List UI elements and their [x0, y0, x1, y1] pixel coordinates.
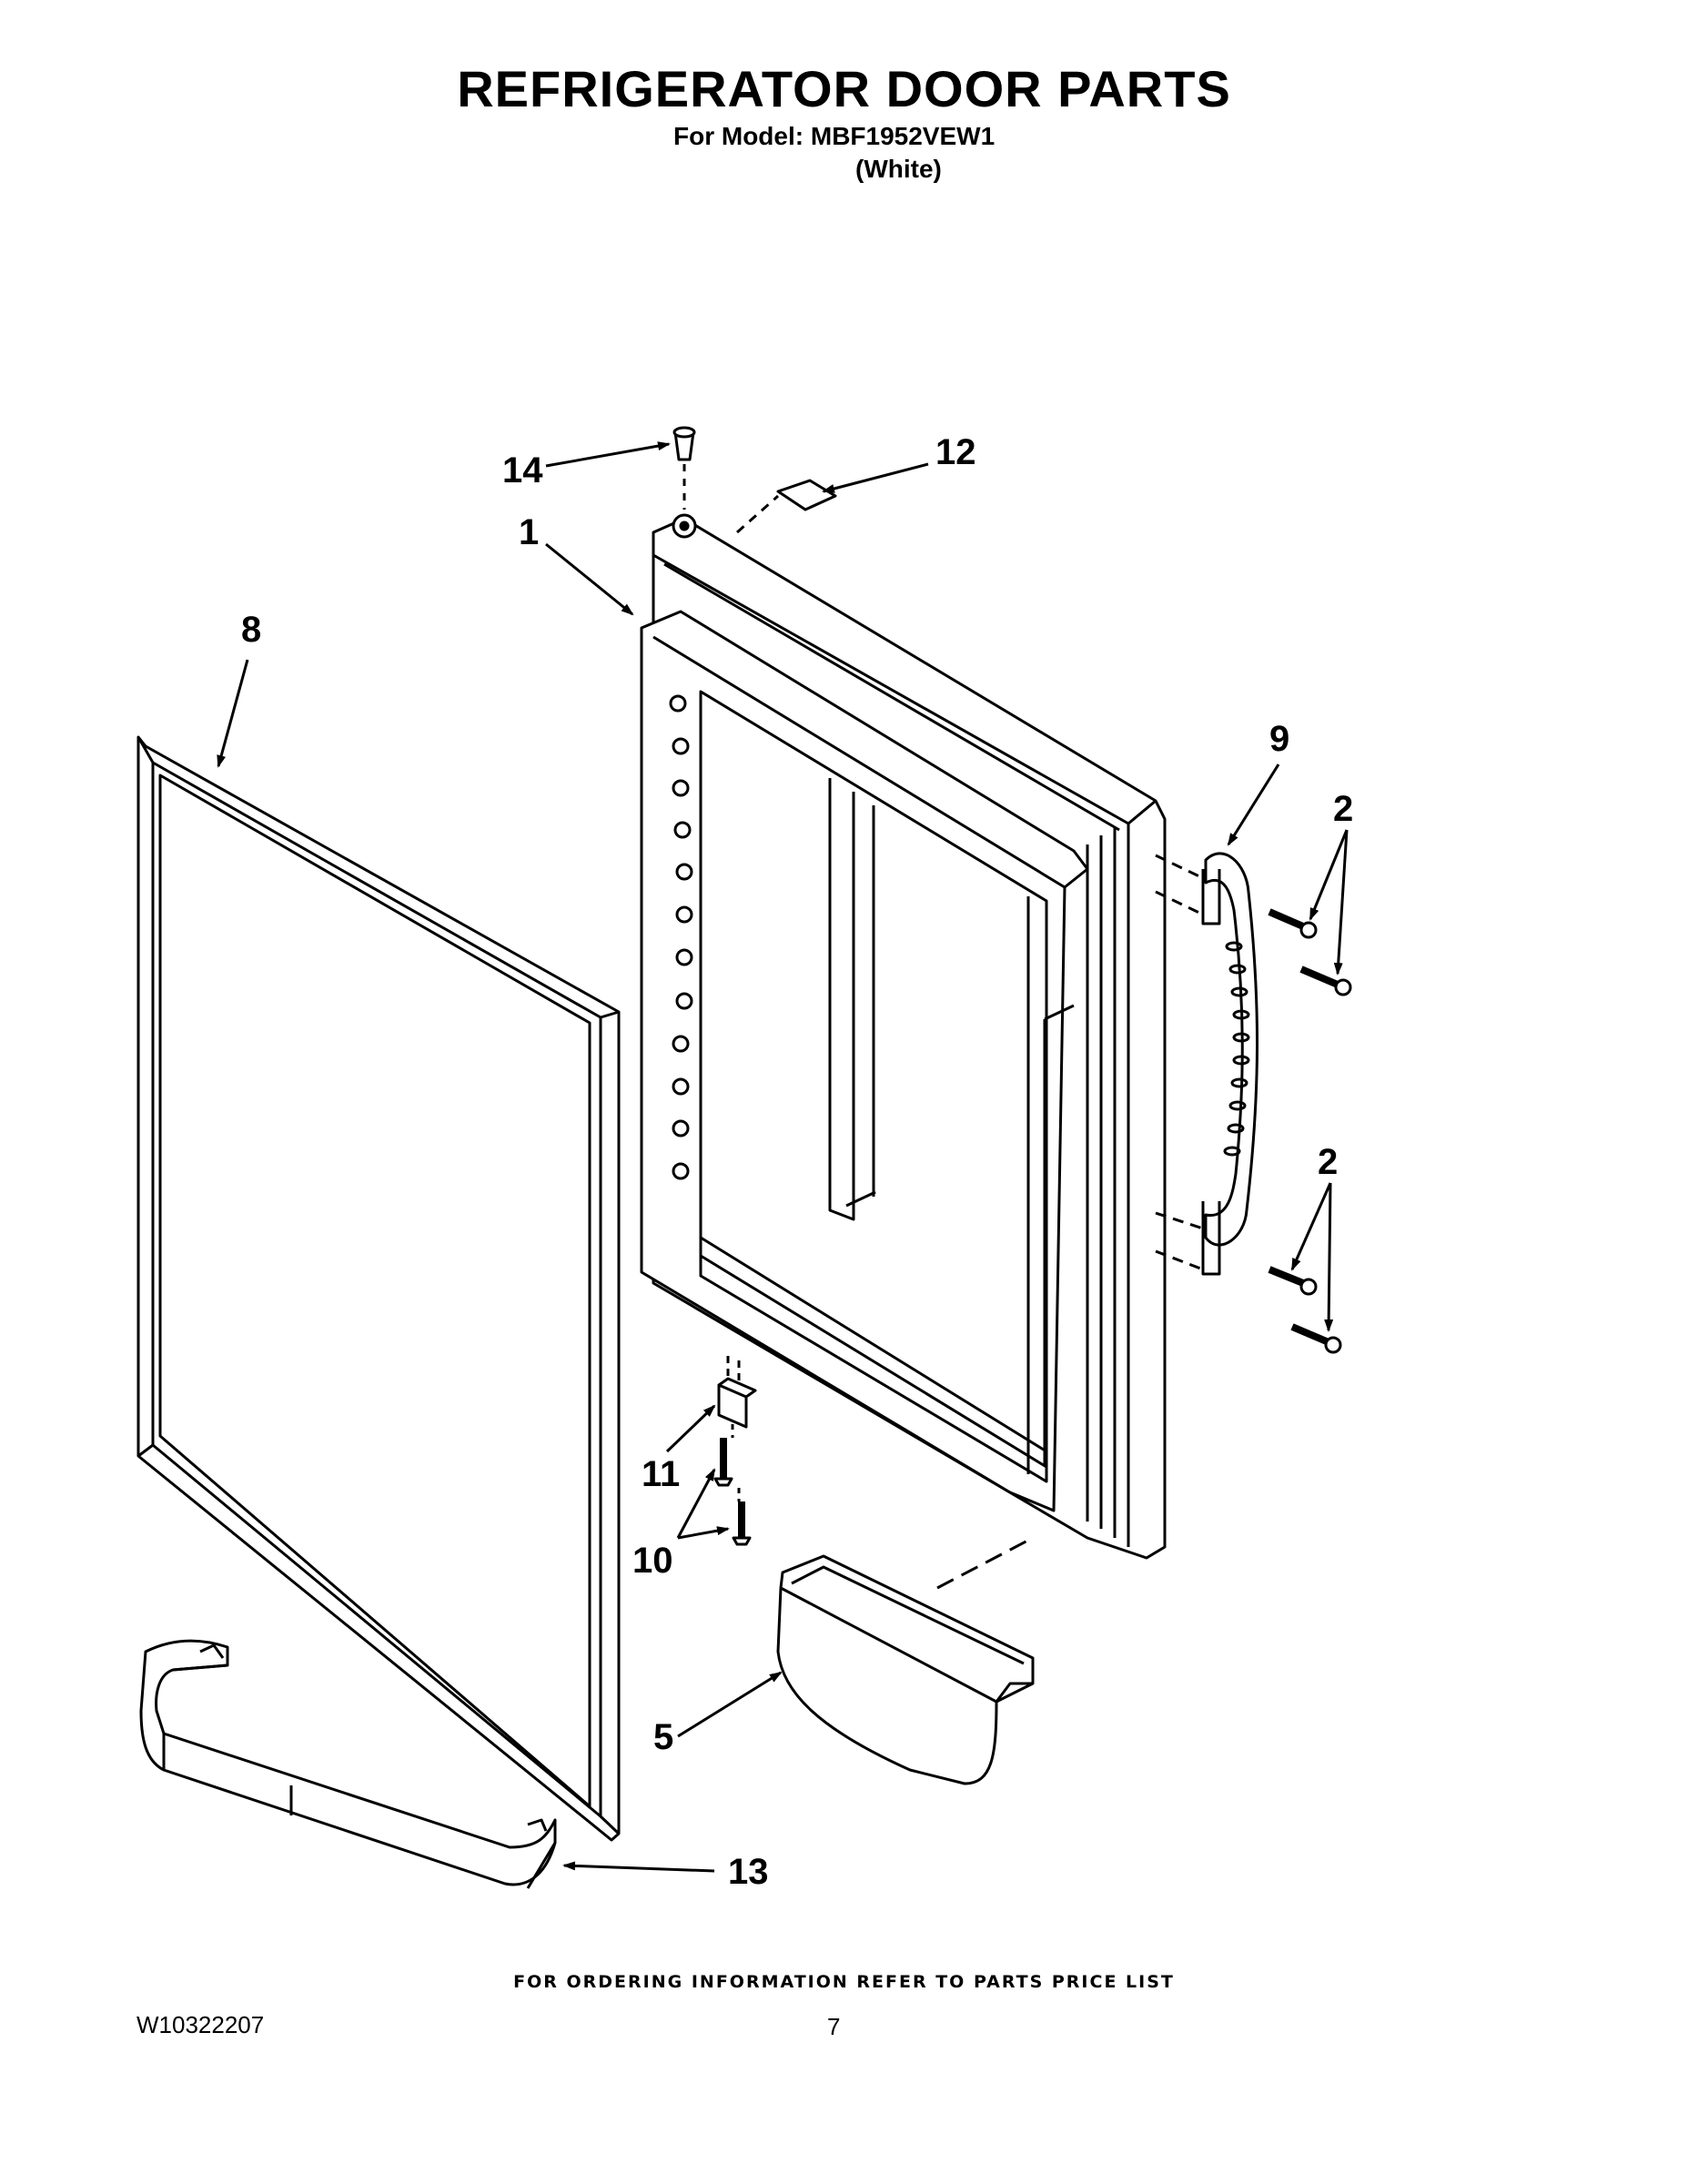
- ordering-note: FOR ORDERING INFORMATION REFER TO PARTS …: [513, 1972, 1175, 1992]
- callout-2b: 2: [1318, 1142, 1338, 1182]
- bracket-screws-part: [713, 1424, 752, 1546]
- callout-12: 12: [935, 432, 976, 472]
- callout-8: 8: [241, 610, 261, 650]
- door-gasket-part: [136, 735, 621, 1842]
- model-line: For Model: MBF1952VEW1: [673, 122, 996, 150]
- callout-2a: 2: [1333, 789, 1353, 829]
- callout-5: 5: [653, 1717, 673, 1757]
- callout-labels: 14 12 1 8 9 2 2 11 10 5 13: [241, 432, 1353, 1892]
- callout-13: 13: [728, 1852, 769, 1892]
- callout-10: 10: [632, 1541, 673, 1581]
- callout-1: 1: [519, 512, 539, 552]
- leader-lines: [217, 441, 1349, 1873]
- document-number: W10322207: [136, 2011, 265, 2038]
- page-number: 7: [827, 2013, 841, 2040]
- color-line: (White): [855, 155, 942, 183]
- bottom-shelf-rail-part: [139, 1639, 557, 1889]
- handle-screws-part: [1268, 908, 1352, 1354]
- callout-11: 11: [642, 1454, 680, 1494]
- door-handle-part: [1155, 852, 1259, 1276]
- door-bin-part: [776, 1536, 1035, 1785]
- door-label-part: [736, 479, 837, 534]
- door-assembly-part: [640, 513, 1167, 1560]
- callout-9: 9: [1269, 719, 1289, 759]
- door-cap-plug-part: [672, 426, 696, 510]
- door-stop-bracket-part: [717, 1356, 757, 1429]
- callout-14: 14: [502, 450, 543, 490]
- page-title: REFRIGERATOR DOOR PARTS: [457, 60, 1231, 117]
